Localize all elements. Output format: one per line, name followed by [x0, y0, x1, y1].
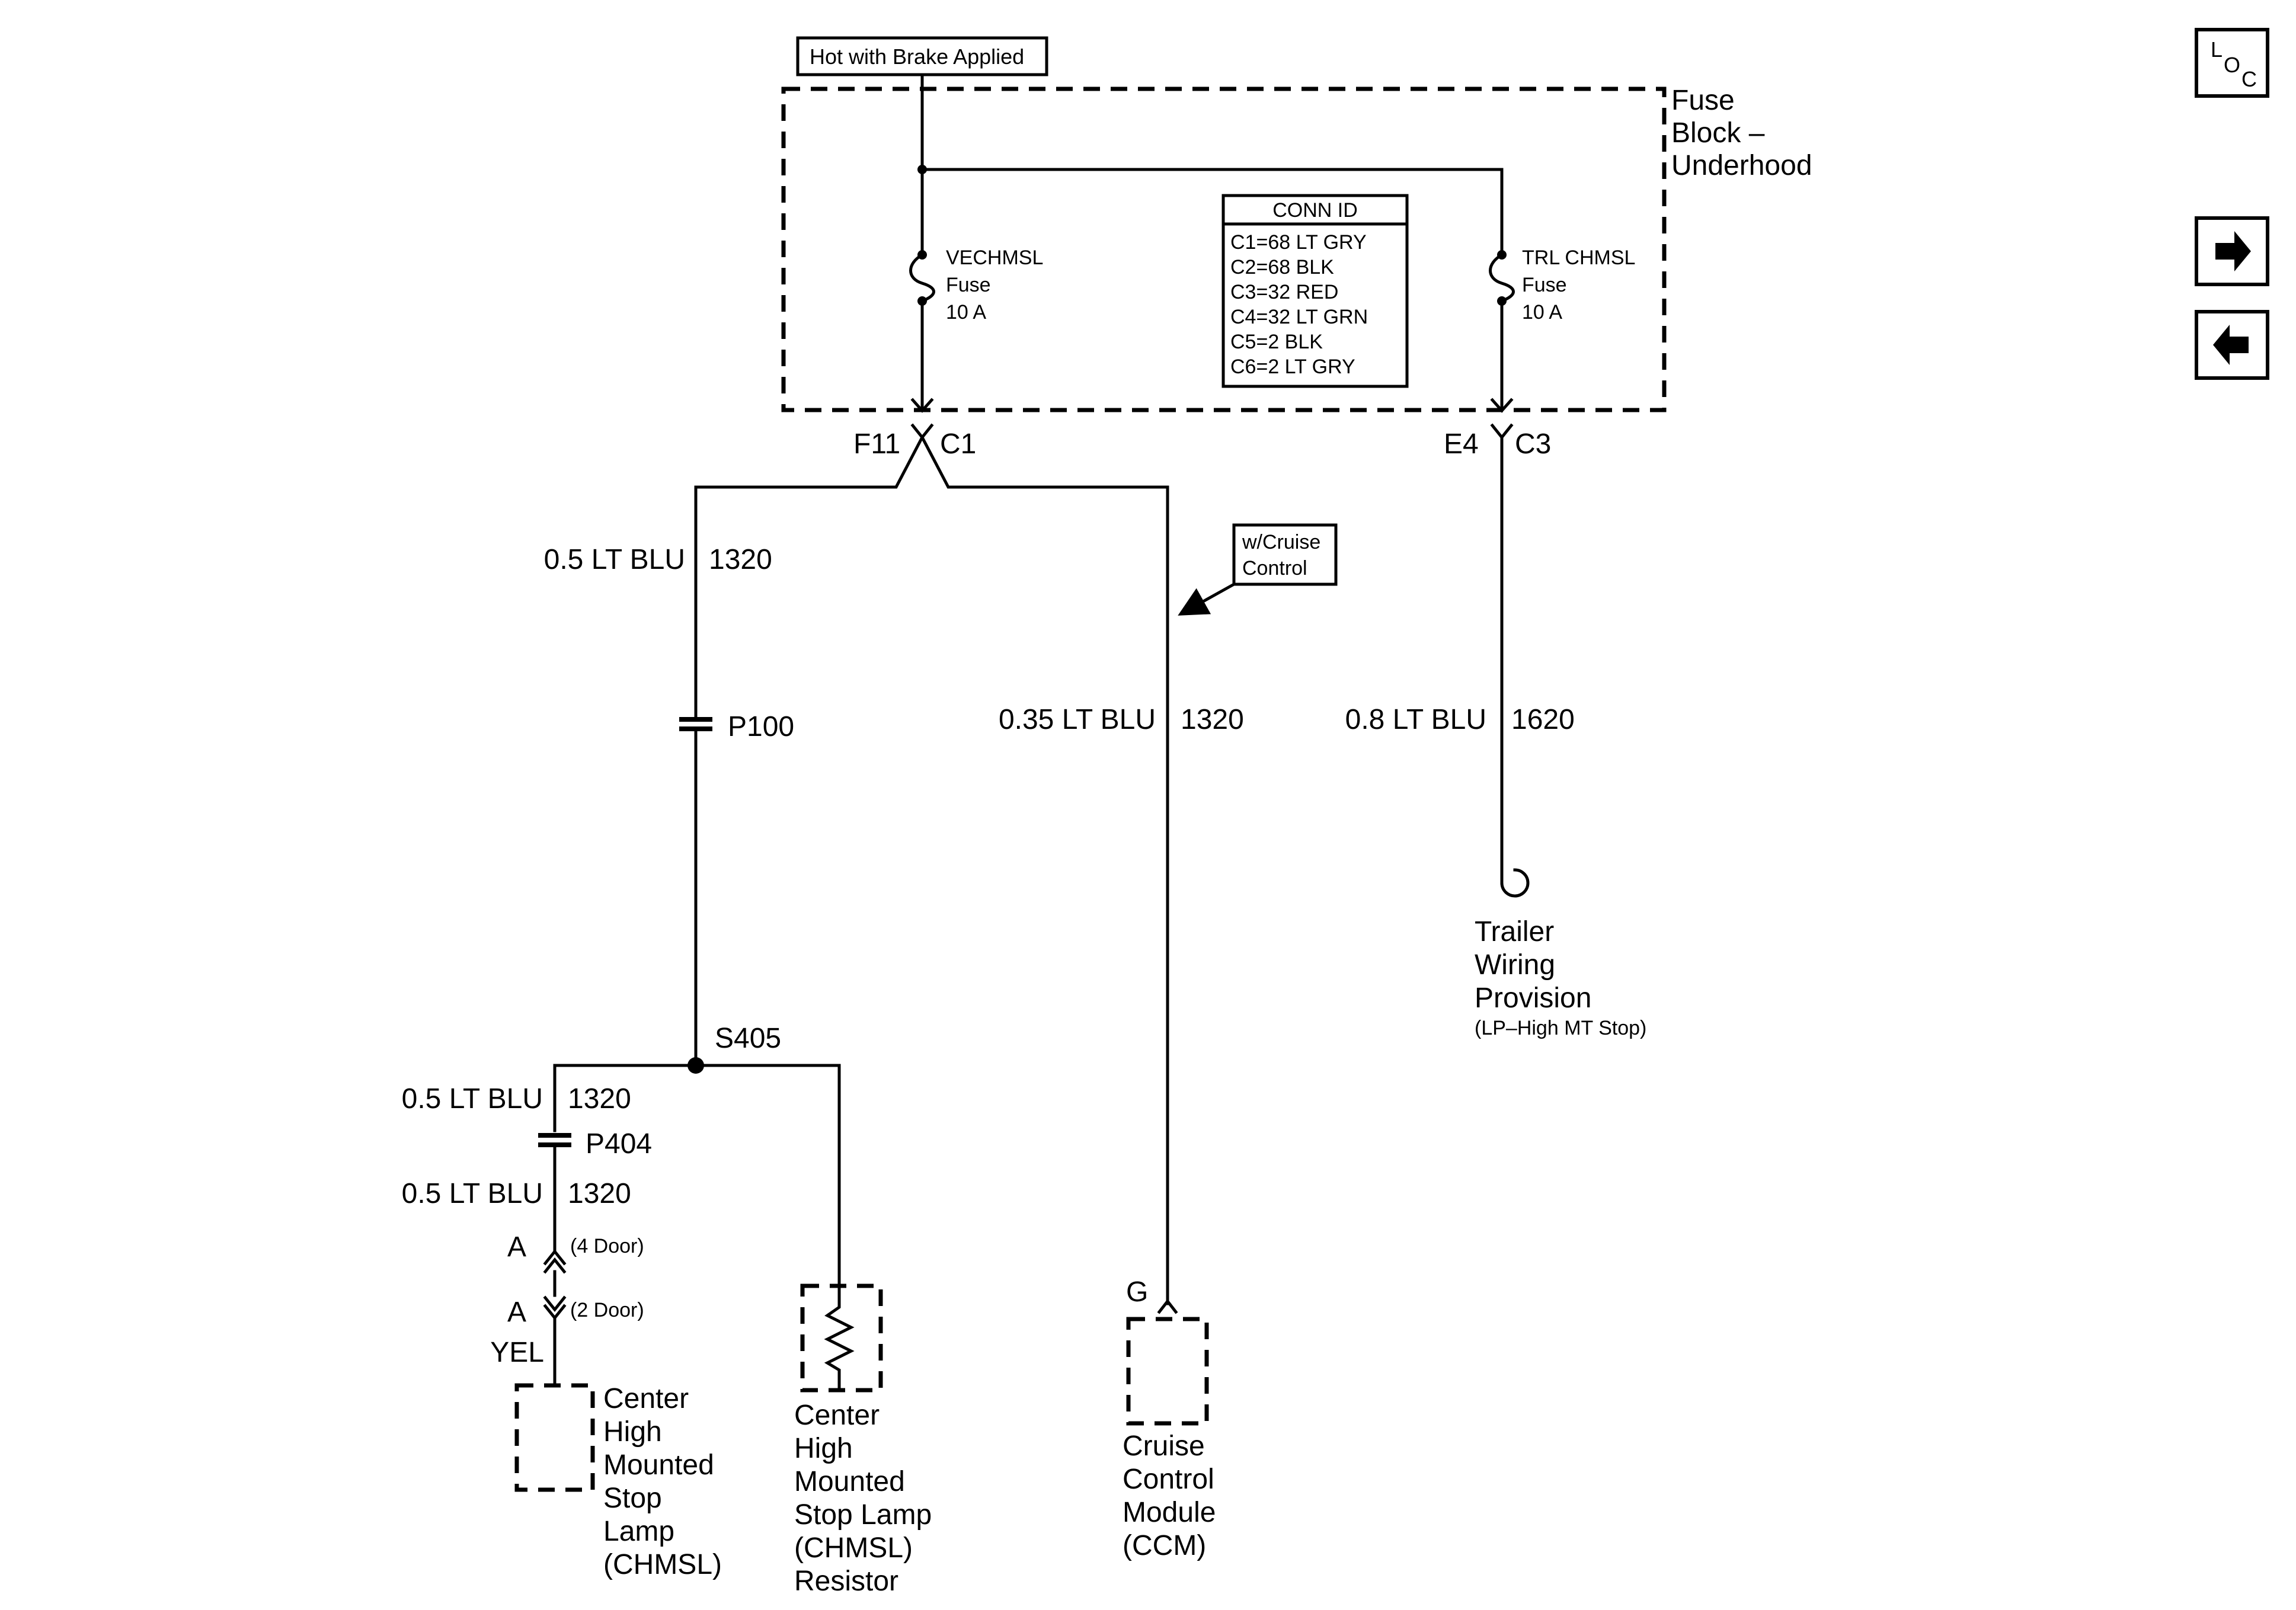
svg-text:CONN ID: CONN ID: [1272, 199, 1358, 222]
wire-label-branch-b: 0.5 LT BLU 1320: [402, 1178, 631, 1209]
loc-button[interactable]: L O C: [2195, 28, 2269, 98]
svg-text:Center: Center: [794, 1400, 880, 1431]
chmsl-resistor: Center High Mounted Stop Lamp (CHMSL) Re…: [794, 1283, 932, 1597]
svg-text:Module: Module: [1123, 1497, 1216, 1528]
svg-text:C4=32 LT GRN: C4=32 LT GRN: [1230, 306, 1368, 328]
inline-connector-p100: P100: [679, 703, 794, 1067]
svg-text:1320: 1320: [709, 544, 772, 575]
svg-text:Provision: Provision: [1475, 982, 1591, 1014]
right-arrow-icon: [2215, 231, 2251, 271]
svg-text:Fuse: Fuse: [1671, 85, 1735, 116]
svg-text:Control: Control: [1242, 557, 1307, 580]
svg-text:YEL: YEL: [490, 1337, 544, 1368]
svg-text:Block –: Block –: [1671, 117, 1765, 149]
svg-text:High: High: [794, 1433, 853, 1464]
svg-text:Stop Lamp: Stop Lamp: [794, 1499, 932, 1531]
svg-text:VECHMSL: VECHMSL: [946, 247, 1043, 269]
svg-text:Mounted: Mounted: [603, 1449, 714, 1481]
svg-text:C3=32 RED: C3=32 RED: [1230, 281, 1338, 303]
svg-text:A: A: [507, 1231, 526, 1263]
svg-text:(CCM): (CCM): [1123, 1530, 1206, 1561]
svg-text:Mounted: Mounted: [794, 1466, 905, 1497]
svg-text:C6=2 LT GRY: C6=2 LT GRY: [1230, 356, 1355, 378]
fuse-block-underhood: [781, 87, 1667, 412]
trl-chmsl-fuse: TRL CHMSL Fuse 10 A: [1489, 247, 1635, 413]
svg-text:Control: Control: [1123, 1464, 1214, 1495]
svg-text:L: L: [2211, 37, 2223, 62]
svg-text:O: O: [2224, 53, 2240, 77]
svg-text:Wiring: Wiring: [1475, 949, 1555, 981]
svg-text:0.8 LT BLU: 0.8 LT BLU: [1345, 704, 1486, 735]
svg-text:Cruise: Cruise: [1123, 1430, 1205, 1462]
svg-text:(LP–High MT Stop): (LP–High MT Stop): [1475, 1017, 1646, 1039]
hot-with-brake-label: Hot with Brake Applied: [796, 36, 1048, 76]
cruise-control-module: G Cruise Control Module (CCM): [1123, 1276, 1216, 1561]
svg-text:(2 Door): (2 Door): [570, 1299, 644, 1321]
svg-text:10 A: 10 A: [946, 301, 986, 324]
connector-c3: E4 C3: [1444, 423, 1551, 898]
wire-label-left-upper: 0.5 LT BLU 1320: [544, 544, 772, 575]
svg-text:Fuse: Fuse: [1522, 274, 1567, 296]
svg-text:w/Cruise: w/Cruise: [1242, 531, 1320, 553]
svg-text:10 A: 10 A: [1522, 301, 1562, 324]
svg-text:1320: 1320: [568, 1083, 631, 1115]
svg-text:Lamp: Lamp: [603, 1516, 674, 1547]
fuse-block-title: Fuse Block – Underhood: [1671, 85, 1812, 181]
svg-text:S405: S405: [715, 1023, 781, 1054]
svg-text:High: High: [603, 1416, 662, 1448]
svg-text:G: G: [1126, 1276, 1148, 1308]
chmsl-lamp: Center High Mounted Stop Lamp (CHMSL): [514, 1383, 722, 1580]
conn-id-table: CONN ID C1=68 LT GRY C2=68 BLK C3=32 RED…: [1221, 194, 1409, 388]
svg-text:(CHMSL): (CHMSL): [603, 1549, 722, 1580]
svg-text:Hot with Brake Applied: Hot with Brake Applied: [810, 44, 1024, 69]
svg-text:C1: C1: [940, 428, 976, 460]
wire-label-middle: 0.35 LT BLU 1320: [999, 704, 1244, 735]
svg-text:C3: C3: [1515, 428, 1551, 460]
prev-page-button[interactable]: [2195, 310, 2269, 380]
splice-s405: S405: [553, 1023, 841, 1288]
inline-connector-p404: P404: [538, 1128, 652, 1253]
svg-text:TRL CHMSL: TRL CHMSL: [1522, 247, 1635, 269]
svg-text:(4 Door): (4 Door): [570, 1235, 644, 1257]
svg-text:Center: Center: [603, 1383, 689, 1414]
svg-text:F11: F11: [853, 428, 900, 460]
svg-text:(CHMSL): (CHMSL): [794, 1532, 913, 1564]
fuse-block-bus: [917, 73, 1504, 257]
connector-a: A (4 Door) A (2 Door) YEL: [490, 1231, 644, 1387]
svg-text:C2=68 BLK: C2=68 BLK: [1230, 256, 1334, 279]
trailer-wiring-provision: Trailer Wiring Provision (LP–High MT Sto…: [1475, 916, 1646, 1039]
svg-text:Stop: Stop: [603, 1483, 662, 1514]
svg-text:0.5 LT BLU: 0.5 LT BLU: [544, 544, 685, 575]
svg-text:Resistor: Resistor: [794, 1566, 898, 1597]
svg-text:E4: E4: [1444, 428, 1479, 460]
svg-text:Fuse: Fuse: [946, 274, 991, 296]
svg-text:1320: 1320: [1181, 704, 1244, 735]
vechmsl-fuse: VECHMSL Fuse 10 A: [909, 247, 1043, 413]
svg-text:C: C: [2241, 67, 2257, 91]
svg-text:1620: 1620: [1511, 704, 1575, 735]
svg-text:0.5 LT BLU: 0.5 LT BLU: [402, 1083, 543, 1115]
svg-text:P404: P404: [586, 1128, 652, 1160]
svg-text:C1=68 LT GRY: C1=68 LT GRY: [1230, 231, 1367, 254]
svg-text:0.5 LT BLU: 0.5 LT BLU: [402, 1178, 543, 1209]
svg-text:C5=2 BLK: C5=2 BLK: [1230, 331, 1323, 353]
cruise-option-callout: w/Cruise Control: [1178, 523, 1338, 616]
left-arrow-icon: [2213, 325, 2249, 365]
svg-text:P100: P100: [728, 711, 794, 742]
svg-text:Underhood: Underhood: [1671, 150, 1812, 181]
svg-text:0.35 LT BLU: 0.35 LT BLU: [999, 704, 1156, 735]
svg-text:Trailer: Trailer: [1475, 916, 1554, 948]
wire-label-branch-a: 0.5 LT BLU 1320: [402, 1083, 631, 1115]
wire-label-right: 0.8 LT BLU 1620: [1345, 704, 1575, 735]
next-page-button[interactable]: [2195, 216, 2269, 286]
connector-c1: F11 C1: [694, 423, 1169, 1305]
svg-text:1320: 1320: [568, 1178, 631, 1209]
svg-text:A: A: [507, 1297, 526, 1328]
